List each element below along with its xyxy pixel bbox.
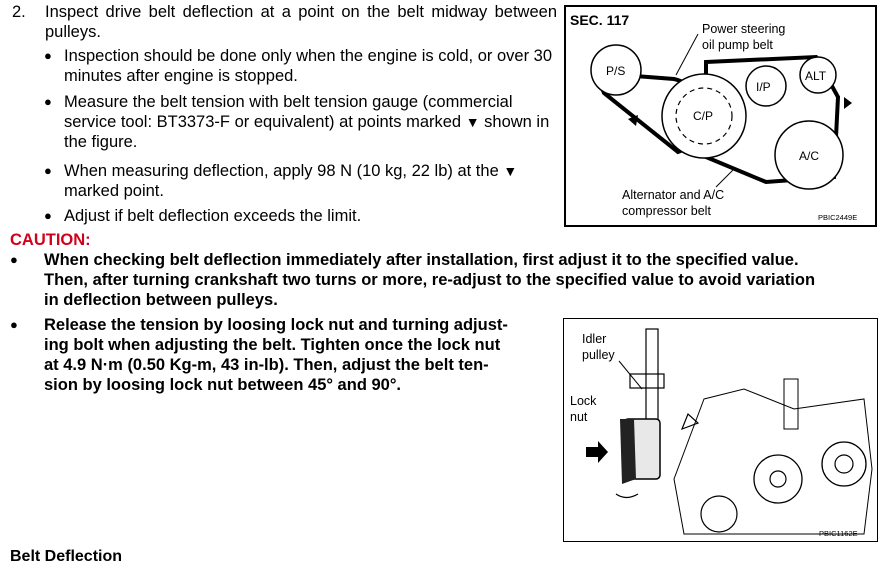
arrow-right-icon: [586, 441, 608, 463]
bullet-text: Measure the belt tension with belt tensi…: [64, 92, 554, 152]
caution-line: ing bolt when adjusting the belt. Tighte…: [44, 336, 501, 354]
ps-belt-label: Power steering: [702, 22, 785, 36]
caution-text: When checking belt deflection immediatel…: [44, 250, 815, 310]
pulley-ps-label: P/S: [606, 64, 625, 78]
pulley-ac: [774, 120, 844, 190]
pulley-face: [620, 419, 636, 484]
caution-line: sion by loosing lock nut between 45° and…: [44, 376, 402, 394]
engine-detail: [783, 378, 799, 430]
alt-belt-label: Alternator and A/C: [622, 188, 724, 202]
pulley-ip-label: I/P: [756, 80, 771, 94]
bullet-text: When measuring deflection, apply 98 N (1…: [64, 161, 554, 201]
belt-routing-figure: SEC. 117 Power steering oil pump belt P/…: [564, 5, 877, 227]
engine-outline: [673, 388, 873, 535]
caution-line: Release the tension by loosing lock nut …: [44, 316, 508, 334]
arrow-up-icon: [680, 412, 700, 431]
lower-pulley: [700, 495, 738, 533]
figure-code: PBIC2449E: [818, 213, 857, 222]
marker-triangle-icon: ▼: [503, 163, 518, 179]
alt-leader-line: [715, 168, 735, 188]
bullet-dot: ●: [10, 317, 18, 332]
marker-triangle-icon: ▼: [465, 114, 480, 130]
bullet-dot: ●: [44, 163, 52, 178]
section-label: SEC. 117: [570, 12, 629, 28]
pulley-ac-label: A/C: [799, 149, 819, 163]
bullet-dot: ●: [10, 252, 18, 267]
alternator-pulley: [821, 441, 867, 487]
ps-belt-label-2: oil pump belt: [702, 38, 773, 52]
caution-line: Then, after turning crankshaft two turns…: [44, 271, 816, 289]
pulley-cp-inner: [675, 87, 733, 145]
idler-label-2: pulley: [582, 348, 615, 362]
caution-line: at 4.9 N·m (0.50 Kg-m, 43 in-lb). Then, …: [44, 356, 489, 374]
bracket-top: [629, 373, 665, 389]
crank-pulley: [753, 454, 803, 504]
bullet-text-a: Measure the belt tension with belt tensi…: [64, 93, 513, 131]
step-text: Inspect drive belt deflection at a point…: [45, 3, 557, 41]
bullet-dot: ●: [44, 208, 52, 223]
idler-pulley-figure: Idler pulley Lock nut PBIC1162E: [563, 318, 878, 542]
pulley-alt: [799, 56, 837, 94]
caution-line: in deflection between pulleys.: [44, 291, 278, 309]
pulley-cp-label: C/P: [693, 109, 713, 123]
pulley-ps: [590, 44, 642, 96]
figure-code: PBIC1162E: [819, 529, 858, 538]
marker-triangle-icon: [844, 97, 852, 109]
caution-label: CAUTION:: [10, 231, 91, 249]
caution-line: When checking belt deflection immediatel…: [44, 251, 799, 269]
bullet-text: Inspection should be done only when the …: [64, 47, 552, 85]
idler-pulley-diagram: Idler pulley Lock nut PBIC1162E: [570, 328, 873, 538]
bullet-dot: ●: [44, 48, 52, 63]
rotate-arrow-icon: [615, 493, 639, 499]
caution-text: Release the tension by loosing lock nut …: [44, 315, 508, 395]
crank-hub: [769, 470, 787, 488]
bullet-text-b: shown in the figure.: [64, 113, 550, 151]
alt-belt-label-2: compressor belt: [622, 204, 711, 218]
bullet-text-a: When measuring deflection, apply 98 N (1…: [64, 162, 499, 180]
pulley-alt-label: ALT: [805, 69, 827, 83]
section-heading: Belt Deflection: [10, 548, 123, 565]
bullet-text-b: marked point.: [64, 182, 164, 200]
marker-triangle-icon: [628, 115, 638, 126]
pulley-cp: [661, 73, 747, 159]
belt-routing-diagram: SEC. 117 Power steering oil pump belt P/…: [570, 12, 857, 222]
idler-label: Idler: [582, 332, 606, 346]
lock-nut-label: Lock: [570, 394, 597, 408]
ps-leader-line: [675, 33, 699, 76]
alternator-hub: [834, 454, 854, 474]
lock-nut-label-2: nut: [570, 410, 588, 424]
bullet-dot: ●: [44, 94, 52, 109]
step-number: 2.: [12, 3, 26, 21]
bullet-text: Adjust if belt deflection exceeds the li…: [64, 207, 362, 225]
pulley-ip: [745, 65, 787, 107]
